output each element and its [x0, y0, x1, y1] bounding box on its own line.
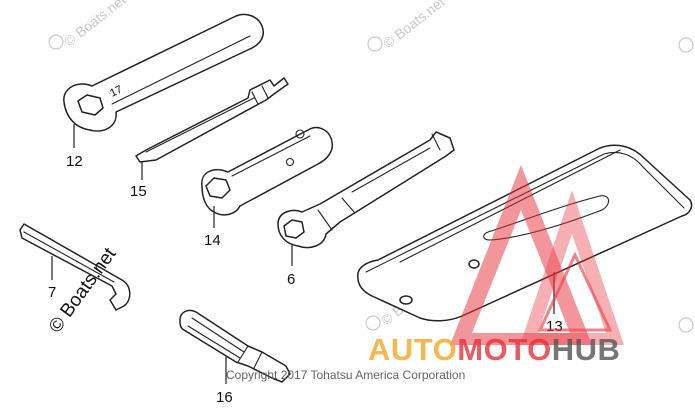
- watermark-text: © Boats.net: [380, 0, 448, 51]
- brand-wordmark: AUTOMOTOHUB: [368, 332, 620, 367]
- part-16-screwdriver: 16: [179, 309, 291, 406]
- part-label-15: 15: [130, 183, 147, 200]
- copyright-text: Copyright 2017 Tohatsu America Corporati…: [226, 368, 465, 382]
- part-label-7: 7: [48, 284, 56, 301]
- svg-text:AUTOMOTOHUB: AUTOMOTOHUB: [368, 332, 620, 367]
- part-6-socket-wrench: 6: [277, 131, 455, 288]
- watermark-text: © Boats.net: [61, 0, 129, 49]
- brand-moto: MOTO: [457, 332, 551, 367]
- watermark-top-center: © Boats.net: [367, 0, 448, 52]
- part-15-tommy-bar: 15: [130, 77, 289, 200]
- watermark-top-left: © Boats.net: [48, 0, 129, 50]
- brand-auto: AUTO: [368, 332, 457, 367]
- watermark-mid-right: [678, 317, 694, 333]
- watermark-top-right: [678, 37, 694, 53]
- brand-hub: HUB: [552, 332, 621, 367]
- part-12-wrench: 17 12: [63, 13, 264, 170]
- part-14-box-spanner: 14: [201, 126, 334, 249]
- part-label-14: 14: [204, 232, 221, 249]
- part-label-16: 16: [216, 389, 233, 406]
- part-label-6: 6: [287, 271, 295, 288]
- part-7-hex-key: 7: [19, 223, 131, 311]
- brand-triangle-logo: [450, 165, 624, 345]
- wrench-size-stamp: 17: [108, 84, 124, 100]
- part-label-12: 12: [66, 153, 83, 170]
